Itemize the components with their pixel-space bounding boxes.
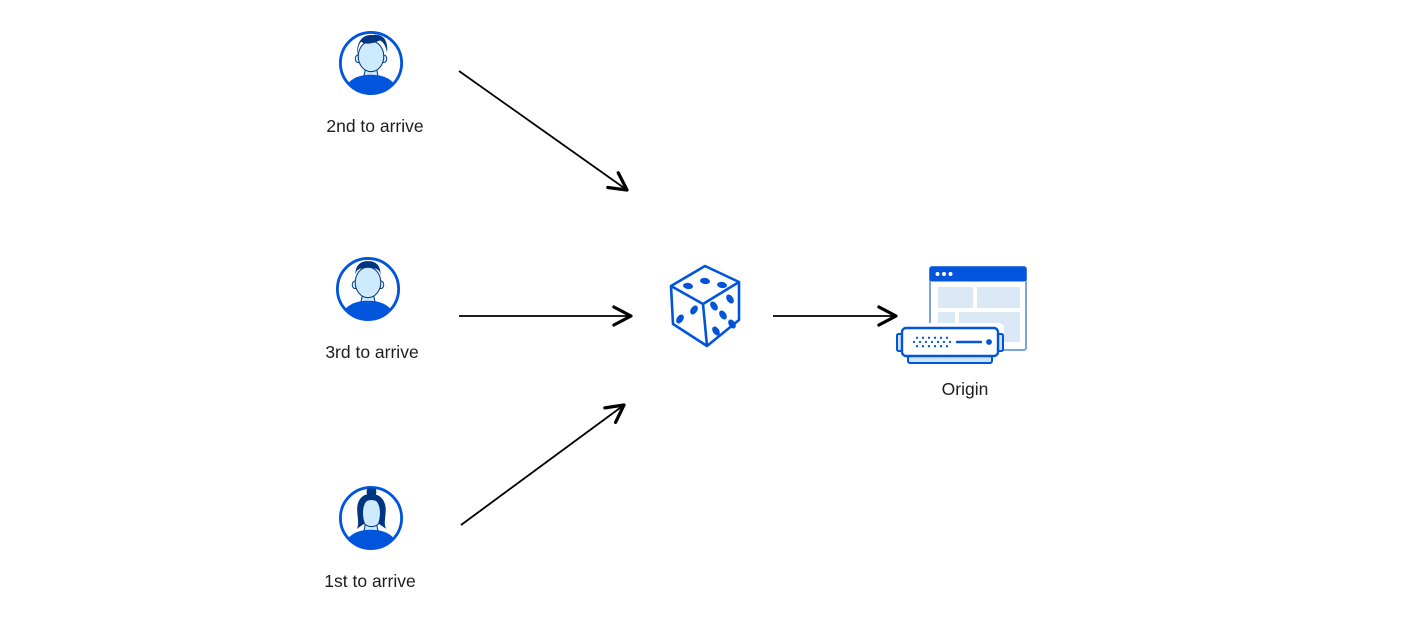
origin-label: Origin — [941, 379, 989, 399]
user-label: 1st to arrive — [324, 571, 416, 591]
user-avatar-female-bun-icon — [338, 485, 404, 551]
user-label: 3rd to arrive — [325, 342, 419, 362]
dice-icon — [669, 264, 741, 348]
server-indicator-dot — [986, 339, 992, 345]
titlebar-dot-icon — [935, 272, 940, 276]
user-avatar-male-wavy-hair-icon — [338, 30, 404, 96]
arrow-user-1st-to-dice — [460, 403, 626, 526]
arrow-user-2nd-to-dice — [458, 70, 629, 192]
user-avatar-male-short-hair-icon — [335, 256, 401, 322]
browser-titlebar — [929, 266, 1027, 282]
titlebar-dot-icon — [942, 272, 946, 276]
user-label: 2nd to arrive — [326, 116, 424, 136]
origin-server-browser-icon — [895, 266, 1027, 364]
server-dot-lattice — [912, 336, 952, 348]
titlebar-dot-icon — [948, 272, 953, 276]
